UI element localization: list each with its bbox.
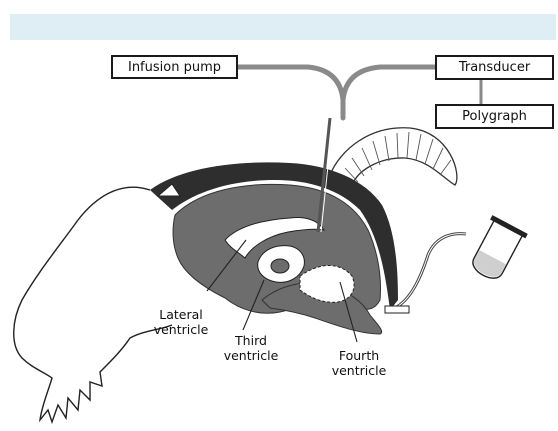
lateral-ventricle-label: Lateral ventricle bbox=[144, 307, 218, 337]
polygraph-box: Polygraph bbox=[435, 104, 554, 129]
third-ventricle-label: Third ventricle bbox=[214, 333, 288, 363]
infusion-pump-label: Infusion pump bbox=[128, 60, 221, 75]
polygraph-label: Polygraph bbox=[462, 109, 527, 124]
head-outline bbox=[14, 187, 172, 422]
outflow-clip bbox=[385, 306, 409, 313]
transducer-box: Transducer bbox=[435, 55, 554, 80]
transducer-label: Transducer bbox=[459, 60, 530, 75]
curled-tail bbox=[330, 128, 457, 185]
outflow-tube bbox=[395, 234, 466, 308]
infusion-pump-box: Infusion pump bbox=[111, 55, 238, 79]
collection-tube bbox=[465, 215, 527, 285]
header-band bbox=[10, 14, 556, 40]
outflow-tube-inner bbox=[395, 234, 466, 308]
fourth-ventricle-label: Fourth ventricle bbox=[322, 348, 396, 378]
third-ventricle-core bbox=[271, 259, 289, 273]
infusion-tubing bbox=[238, 67, 436, 118]
